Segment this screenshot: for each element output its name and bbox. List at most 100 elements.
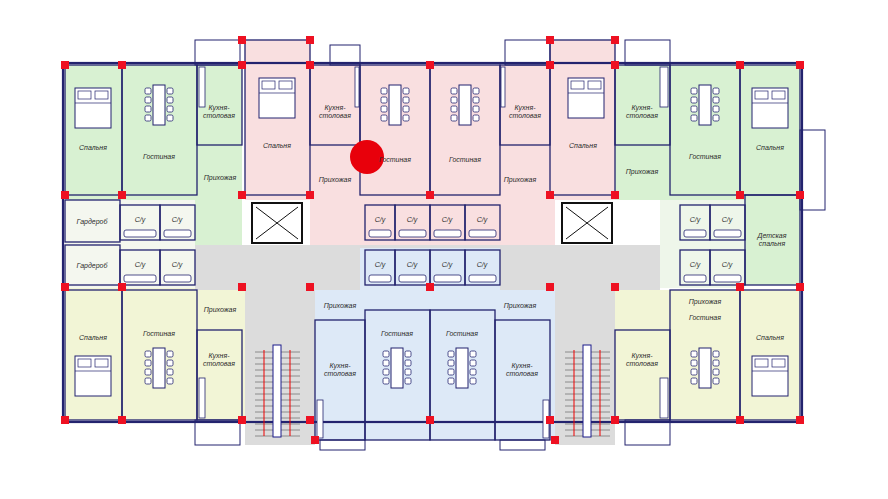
column xyxy=(796,283,804,291)
room-label: Гостиная xyxy=(449,156,481,164)
room-label: С/у xyxy=(477,261,488,269)
room-label: Прихожая xyxy=(324,302,356,310)
balcony xyxy=(195,420,240,445)
bath-fixture xyxy=(434,275,461,282)
balcony xyxy=(320,440,365,450)
kitchen-counter xyxy=(199,378,205,418)
room-label: С/у xyxy=(375,216,386,224)
outer-wall xyxy=(63,63,802,422)
column xyxy=(306,191,314,199)
room-label: Кухня-столовая xyxy=(623,104,661,119)
kitchen-counter xyxy=(660,67,668,107)
room-label: Спальня xyxy=(263,142,291,150)
room-wall xyxy=(430,65,500,195)
room-wall xyxy=(365,250,395,285)
room-wall xyxy=(365,310,430,440)
room-wall xyxy=(740,65,800,195)
bath-fixture xyxy=(469,275,496,282)
room-wall xyxy=(395,205,430,240)
bath-fixture xyxy=(469,230,496,237)
room-label: Кухня-столовая xyxy=(623,352,661,367)
column xyxy=(118,416,126,424)
room-wall xyxy=(197,65,242,145)
bed xyxy=(752,356,788,396)
column xyxy=(736,283,744,291)
room-label: С/у xyxy=(442,216,453,224)
room-wall xyxy=(360,65,430,195)
room-wall xyxy=(615,65,670,145)
bed xyxy=(752,88,788,128)
column xyxy=(61,191,69,199)
room-wall xyxy=(395,250,430,285)
column xyxy=(238,36,246,44)
apartment-fill xyxy=(430,248,555,440)
room-label: Гардероб xyxy=(77,218,108,226)
room-label: С/у xyxy=(690,216,701,224)
column xyxy=(306,283,314,291)
room-label: Гостиная xyxy=(381,330,413,338)
bath-fixture xyxy=(434,230,461,237)
room-wall xyxy=(65,245,120,285)
balcony xyxy=(625,420,670,445)
room-label: Детская спальня xyxy=(752,232,792,247)
bath-fixture xyxy=(124,230,156,237)
room-wall xyxy=(710,205,745,240)
column xyxy=(426,283,434,291)
dining-table xyxy=(145,348,173,388)
bed xyxy=(568,78,604,118)
room-wall xyxy=(670,65,740,195)
room-label: С/у xyxy=(135,261,146,269)
room-label: С/у xyxy=(690,261,701,269)
bath-fixture xyxy=(164,275,191,282)
room-wall xyxy=(160,250,195,285)
dining-table xyxy=(381,85,409,125)
room-label: С/у xyxy=(407,216,418,224)
column xyxy=(61,61,69,69)
column xyxy=(546,416,554,424)
kitchen-counter xyxy=(317,400,323,438)
room-wall xyxy=(65,65,122,195)
room-wall xyxy=(122,65,197,195)
column xyxy=(796,191,804,199)
room-wall xyxy=(430,310,495,440)
bath-fixture xyxy=(164,230,191,237)
room-wall xyxy=(430,205,465,240)
room-label: С/у xyxy=(135,216,146,224)
column xyxy=(238,283,246,291)
kitchen-counter xyxy=(501,67,505,107)
bed xyxy=(259,78,295,118)
room-label: Гостиная xyxy=(143,153,175,161)
column xyxy=(611,61,619,69)
room-wall xyxy=(65,200,120,242)
column xyxy=(796,61,804,69)
column xyxy=(546,61,554,69)
room-wall xyxy=(680,250,710,285)
room-wall xyxy=(710,250,745,285)
room-label: Спальня xyxy=(79,334,107,342)
room-label: С/у xyxy=(722,261,733,269)
column xyxy=(796,416,804,424)
corridor xyxy=(195,245,660,445)
kitchen-counter xyxy=(199,67,205,107)
room-label: С/у xyxy=(477,216,488,224)
stairs xyxy=(255,345,300,437)
apartment-fill xyxy=(65,200,245,420)
room-label: Прихожая xyxy=(689,298,721,306)
column xyxy=(61,283,69,291)
bath-fixture xyxy=(684,275,706,282)
room-label: С/у xyxy=(722,216,733,224)
column xyxy=(546,283,554,291)
bath-fixture xyxy=(399,230,426,237)
room-label: Прихожая xyxy=(626,168,658,176)
room-label: Спальня xyxy=(79,144,107,152)
balcony xyxy=(625,40,670,65)
room-label: Гостиная xyxy=(689,153,721,161)
bath-fixture xyxy=(714,275,741,282)
column xyxy=(736,191,744,199)
room-wall xyxy=(465,250,500,285)
room-label: Прихожая xyxy=(504,302,536,310)
room-wall xyxy=(365,205,395,240)
room-wall xyxy=(160,205,195,240)
